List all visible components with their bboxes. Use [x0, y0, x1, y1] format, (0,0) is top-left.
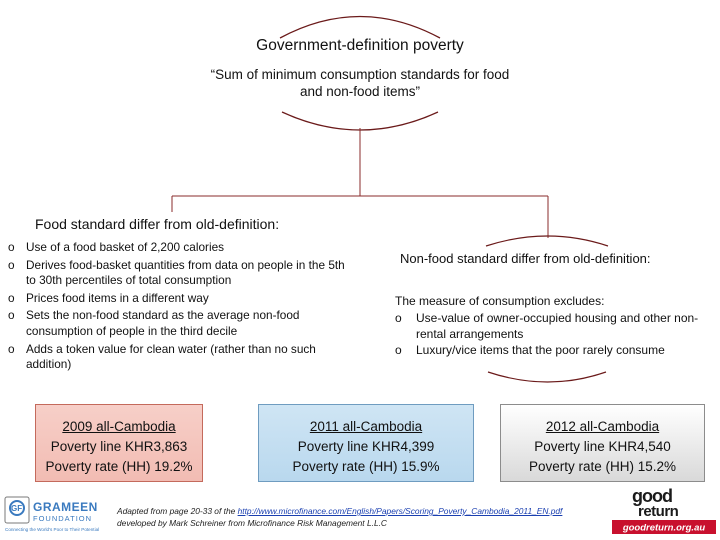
grameen-foundation-logo: GF GRAMEEN FOUNDATION Connecting the Wor…	[4, 496, 99, 532]
box-poverty-rate: Poverty rate (HH) 15.9%	[292, 459, 440, 474]
box-poverty-rate: Poverty rate (HH) 15.2%	[528, 459, 677, 474]
bullet-icon: o	[395, 311, 402, 325]
nonfood-intro: The measure of consumption excludes:	[395, 294, 605, 308]
nonfood-heading: Non-food standard differ from old-defini…	[400, 251, 651, 266]
svg-text:GF: GF	[11, 504, 22, 513]
box-poverty-line: Poverty line KHR4,399	[297, 439, 435, 454]
grameen-tagline: Connecting the World's Poor to Their Pot…	[5, 527, 99, 532]
grameen-name: GRAMEEN	[33, 500, 98, 514]
bullet-icon: o	[8, 341, 15, 356]
poverty-box-2011: 2011 all-Cambodia Poverty line KHR4,399 …	[258, 404, 474, 482]
box-poverty-rate: Poverty rate (HH) 19.2%	[45, 459, 193, 474]
box-poverty-line: Poverty line KHR4,540	[534, 439, 671, 454]
top-node-quote: “Sum of minimum consumption standards fo…	[210, 67, 510, 99]
bullet-icon: o	[8, 308, 15, 323]
box-year-label: 2009 all-Cambodia	[62, 419, 176, 434]
nonfood-arc-top	[485, 235, 609, 247]
bullet-icon: o	[395, 343, 402, 357]
bullet-icon: o	[8, 290, 15, 305]
box-year-label: 2012 all-Cambodia	[545, 419, 660, 434]
box-year-label: 2011 all-Cambodia	[309, 419, 423, 434]
top-node-arc-bottom	[281, 111, 439, 131]
poverty-box-2012: 2012 all-Cambodia Poverty line KHR4,540 …	[500, 404, 705, 482]
top-node-title: Government-definition poverty	[256, 37, 464, 54]
top-node-arc-top	[279, 15, 441, 39]
goodreturn-logo: good return goodreturn.org.au	[612, 486, 716, 534]
goodreturn-url: goodreturn.org.au	[622, 523, 706, 534]
food-heading: Food standard differ from old-definition…	[35, 216, 280, 232]
grameen-sub: FOUNDATION	[33, 514, 92, 523]
goodreturn-word1: good	[632, 486, 672, 506]
goodreturn-logo-icon: good return	[632, 486, 679, 520]
goodreturn-word2: return	[638, 503, 679, 520]
source-link[interactable]: http://www.microfinance.com/English/Pape…	[237, 506, 563, 516]
source-note: Adapted from page 20-33 of the http://ww…	[117, 506, 563, 528]
bullet-icon: o	[8, 240, 15, 254]
box-poverty-line: Poverty line KHR3,863	[50, 439, 188, 454]
nonfood-arc-bottom	[487, 371, 607, 383]
bullet-icon: o	[8, 257, 15, 272]
poverty-box-2009: 2009 all-Cambodia Poverty line KHR3,863 …	[35, 404, 203, 482]
